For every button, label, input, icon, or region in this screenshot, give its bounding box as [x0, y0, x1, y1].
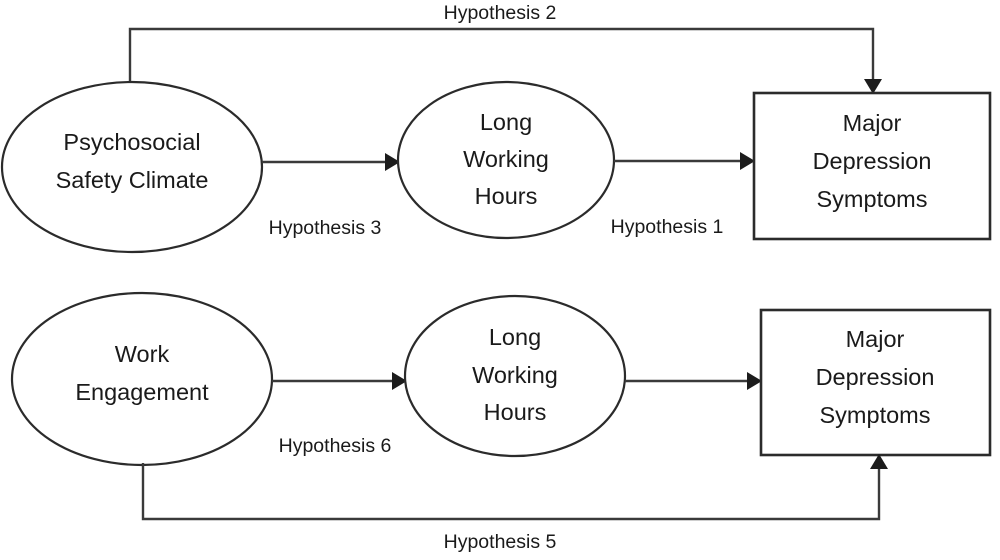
- hypothesis-5-arrowhead-icon: [870, 454, 888, 469]
- node-major-depression-symptoms-top: [752, 91, 992, 241]
- node-major-depression-symptoms-bottom: [759, 308, 992, 457]
- hypothesis-2-path: [128, 27, 875, 84]
- node-label-lwh-bottom-line2: Working: [472, 362, 558, 388]
- edge-hypothesis-2: [128, 27, 882, 94]
- node-label-mds-bottom-line1: Major: [846, 326, 905, 352]
- edge-label-hypothesis-3: Hypothesis 3: [269, 217, 382, 239]
- hypothesis-3-arrowhead-icon: [385, 153, 400, 171]
- edge-hypothesis-1: [614, 152, 755, 170]
- node-label-psc-line2: Safety Climate: [56, 167, 209, 193]
- node-label-we-line2: Engagement: [75, 379, 209, 405]
- edge-hypothesis-5: [141, 454, 888, 521]
- edge-label-hypothesis-5: Hypothesis 5: [444, 531, 557, 553]
- edge-long-working-hours-to-depression-bottom: [625, 372, 762, 390]
- node-long-working-hours-bottom: [403, 294, 627, 458]
- edge-label-hypothesis-2: Hypothesis 2: [444, 2, 557, 24]
- node-label-lwh-top-line2: Working: [463, 146, 549, 172]
- hypothesis-6-arrowhead-icon: [392, 372, 407, 390]
- node-label-lwh-top-line1: Long: [480, 109, 532, 135]
- node-label-mds-top-line1: Major: [843, 110, 902, 136]
- edge-label-hypothesis-1: Hypothesis 1: [611, 216, 724, 238]
- edge-hypothesis-6: [272, 372, 407, 390]
- node-label-mds-top-line3: Symptoms: [817, 186, 928, 212]
- node-label-mds-bottom-line2: Depression: [816, 364, 935, 390]
- node-psychosocial-safety-climate: [0, 80, 264, 254]
- hypothesis-2-arrowhead-icon: [864, 79, 882, 94]
- node-label-we-line1: Work: [115, 341, 170, 367]
- node-label-lwh-top-line3: Hours: [475, 183, 538, 209]
- edge-label-hypothesis-6: Hypothesis 6: [279, 435, 392, 457]
- node-label-mds-bottom-line3: Symptoms: [820, 402, 931, 428]
- node-label-lwh-bottom-line1: Long: [489, 324, 541, 350]
- node-label-lwh-bottom-line3: Hours: [484, 399, 547, 425]
- node-label-mds-top-line2: Depression: [813, 148, 932, 174]
- edge-hypothesis-3: [262, 153, 400, 171]
- hypothesis-5-path: [141, 463, 881, 521]
- lwh-bottom-to-mds-arrowhead-icon: [747, 372, 762, 390]
- node-label-psc-line1: Psychosocial: [63, 129, 200, 155]
- hypothesis-1-arrowhead-icon: [740, 152, 755, 170]
